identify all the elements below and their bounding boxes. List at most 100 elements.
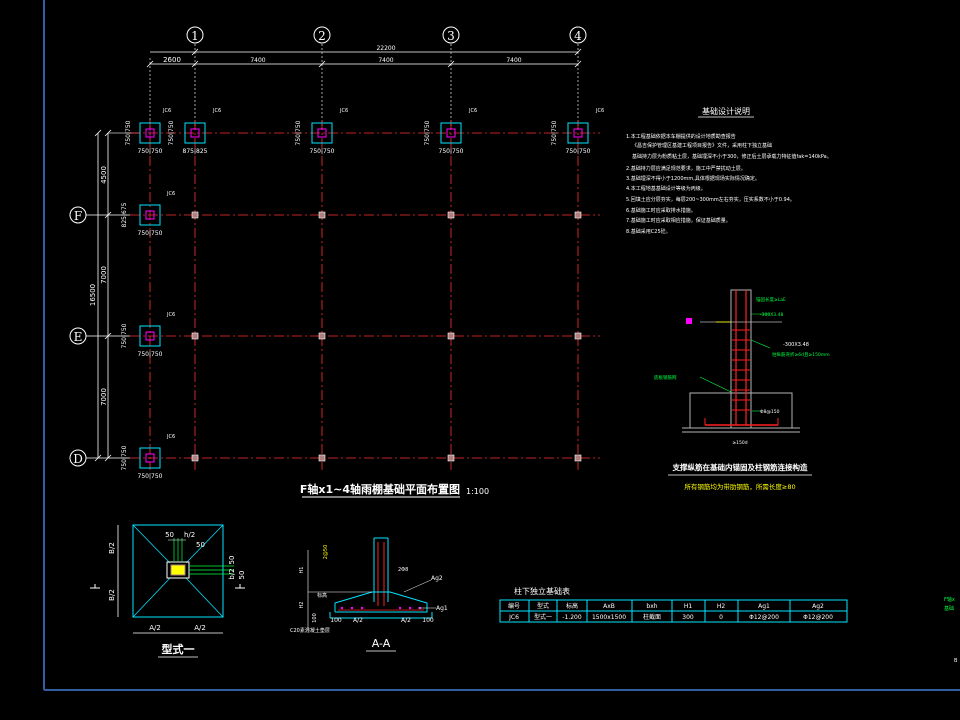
pad-dim-horz: 750|750 [138,473,163,480]
detail-label-anchor: 锚固长度≥LaE [756,296,786,303]
section-title: A-A [372,637,391,650]
section-dim-top: 2Φ8 [398,567,408,573]
type-dim-right-c: 50 [238,571,246,580]
foundation-pad[interactable]: JC6 750|750 750|750 [121,434,175,480]
axis-grid-lines [130,120,600,470]
foundation-pad[interactable]: JC6 750|750 750|750 [121,312,175,358]
table-header: 型式 [537,602,549,610]
table-header: H1 [684,603,693,610]
pad-dim-vert: 750|750 [295,120,302,145]
pad-dim-horz: 750|750 [138,148,163,155]
drawing-frame [43,0,960,691]
foundation-pad[interactable]: JC6 825|675 750|750 [121,191,175,237]
section-label-bottom: C20素混凝土垫层 [290,627,330,634]
type-dim-right-a: 50 [228,556,236,565]
type-dim-left-top: B/2 [108,542,116,554]
foundation-pad[interactable]: JC6 750|750 750|750 [551,108,604,155]
table-cell: 1500x1500 [592,614,626,621]
foundation-tag: JC6 [595,108,604,114]
pad-dim-horz: 750|750 [138,230,163,237]
foundation-tag: JC6 [166,434,175,440]
note-item: 4.本工程地基基础设计等级为丙级。 [626,185,706,192]
type-dim-bottom-b: A/2 [194,624,206,632]
vertical-top-dimension: 4500 [100,166,108,184]
section-dim-100b: 100 [422,617,434,624]
detail-label-bottom: ≥150d [732,440,747,446]
left-dimensions [94,129,140,462]
table-cell: 柱截面 [643,613,661,621]
note-item: 8.基础采用C25砼。 [626,228,671,235]
note-item: 2.基础持力层应满足规范要求，施工中严禁扰动土层。 [626,165,746,172]
section-label-ground: 标高 [317,592,327,599]
foundation-pad[interactable]: JC6 750|750 750|750 [424,108,477,155]
column-anchor-detail: -300X3.48 -300X3.48 柱纵筋弯折≥6d且≥150mm 底板钢筋… [654,289,830,491]
foundation-table: 柱下独立基础表 编号 型式 标高 AxB bxh H1 H2 Ag1 Ag2 J… [499,586,848,623]
section-dim-100a: 100 [330,617,342,624]
type-dim-top-c: 50 [196,541,205,549]
span-dimension-3: 7400 [506,57,521,64]
axis-label-1: 1 [191,29,199,43]
detail-label-top: -300X3.48 [760,312,783,318]
plan-title: F轴x1~4轴雨棚基础平面布置图 [300,482,460,496]
table-header: H2 [717,603,726,610]
pad-dim-vert: 825|675 [121,202,128,227]
total-dimension: 22200 [376,45,395,52]
axis-label-3: 3 [447,29,455,43]
table-header: Ag2 [812,603,824,610]
column-axis-bubbles: 1 2 3 4 [186,26,587,44]
foundation-tag: JC6 [162,108,171,114]
pad-dim-vert: 750|750 [125,120,132,145]
span-dimension-2: 7400 [378,57,393,64]
section-dim-mid: 2@50 [323,545,329,560]
pad-dim-horz: 875|825 [183,148,208,155]
foundation-tag: JC6 [166,191,175,197]
section-label-ag2: Ag2 [431,575,443,582]
table-header: AxB [603,603,615,610]
foundation-pad[interactable]: JC6 750|750 750|750 [295,108,348,155]
foundation-pad[interactable]: JC6 750|750 750|750 [125,108,171,155]
axis-label-E: E [74,330,83,344]
span-dimension-1: 7400 [250,57,265,64]
note-item: 3.基础埋深不得小于1200mm,具体根据现场实际情况确定。 [626,175,760,182]
pad-dim-vert: 750|750 [121,445,128,470]
section-dim-a2b: A/2 [401,617,411,624]
pad-dim-vert: 750|750 [168,120,175,145]
foundation-tag: JC6 [166,312,175,318]
column-markers [191,211,582,462]
type-dim-top-a: 50 [165,531,174,539]
plan-scale: 1:100 [466,487,489,496]
edge-text-small: B [954,658,958,664]
note-item: 1.本工程基础依据本车棚提供的设计地质勘查报告 [626,133,736,140]
pad-dim-horz: 750|750 [138,351,163,358]
pad-dim-horz: 750|750 [566,148,591,155]
left-dimension: 2600 [163,56,181,64]
note-item: 7.基础施工时应采取相应措施，保证基础质量。 [626,217,731,224]
detail-label-lap: 柱纵筋弯折≥6d且≥150mm [772,351,830,358]
edge-text-1: F轴x [944,596,955,603]
section-dim-a2a: A/2 [353,617,363,624]
table-cell: -1.200 [562,614,582,621]
axis-label-4: 4 [574,29,582,43]
detail-sub-caption: 所有钢筋均为带肋钢筋，所需长度≥80 [684,482,795,491]
table-cell: 0 [719,614,723,621]
axis-label-2: 2 [318,29,326,43]
detail-label-side: 底板钢筋网 [654,374,677,381]
type-one-title: 型式一 [162,642,195,656]
note-item: 5.回填土应分层夯实，每层200~300mm左右夯实，压实系数不小于0.94。 [626,196,795,203]
vertical-span-dimension-2: 7000 [100,388,108,406]
type-dim-left-bot: B/2 [108,589,116,601]
table-cell: Φ12@200 [803,614,833,621]
section-dim-h2: H2 [299,602,305,609]
detail-label-dia: Φ8@150 [760,409,780,415]
edge-text-2: 基础 [944,605,954,612]
table-cell: Φ12@200 [749,614,779,621]
pad-dim-vert: 750|750 [424,120,431,145]
note-item: 基础持力层为粉质粘土层，基础埋深不小于300，修正后土层承载力特征值fak=14… [632,153,832,160]
section-label-ag1: Ag1 [436,605,448,612]
type-dim-right-b: b/2 [228,568,236,579]
foundation-pad[interactable]: JC6 750|750 875|825 [168,108,221,155]
foundation-tag: JC6 [212,108,221,114]
detail-label-mid: -300X3.48 [783,342,809,348]
type-dim-bottom-a: A/2 [149,624,161,632]
foundation-plan: 1 2 3 4 22200 2600 7400 74 [69,26,604,498]
